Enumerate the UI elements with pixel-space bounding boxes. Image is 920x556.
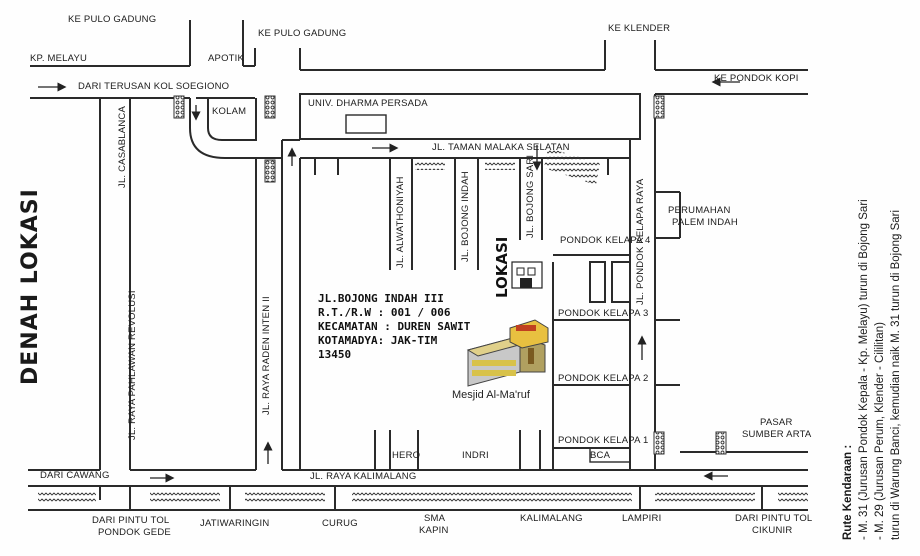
label-univ: UNIV. DHARMA PERSADA [308,98,428,109]
label-pondok-kelapa-1: PONDOK KELAPA 1 [558,435,649,446]
label-ke-pulo-gadung-2: KE PULO GADUNG [258,28,347,39]
inner-streets [314,140,631,270]
address-line-3: KECAMATAN : DUREN SAWIT [318,320,471,333]
label-dari-terusan: DARI TERUSAN KOL SOEGIONO [78,81,230,92]
label-dari-pintu-tol-pg-1: DARI PINTU TOL [92,515,170,526]
label-ke-klender: KE KLENDER [608,23,671,34]
mosque-caption: Mesjid Al-Ma'ruf [452,389,530,401]
hero-stubs [374,430,541,470]
label-lampiri: LAMPIRI [622,513,662,524]
map-title: DENAH LOKASI [18,188,43,385]
label-apotik: APOTIK [208,53,245,64]
label-pasar: PASAR [760,417,793,428]
address-line-2: R.T./R.W : 001 / 006 [318,306,451,319]
route-line-3: turun di Warung Banci, kemudian naik M. … [890,209,902,540]
direction-arrows [38,77,740,483]
label-jl-raya-kalimalang: JL. RAYA KALIMALANG [310,471,417,482]
label-pondok-kelapa-3: PONDOK KELAPA 3 [558,308,649,319]
left-roads [99,98,257,470]
label-jatiwaringin: JATIWARINGIN [200,518,270,529]
label-perumahan: PERUMAHAN [668,205,731,216]
canal-hatches [38,148,808,504]
label-dari-cawang: DARI CAWANG [40,470,110,481]
label-sumber-arta: SUMBER ARTA [742,429,812,440]
bottom-roads [28,451,808,511]
label-ke-pondok-kopi: KE PONDOK KOPI [714,73,799,84]
kolam-block [189,98,282,159]
label-indri: INDRI [462,450,489,461]
label-jl-taman-malaka: JL. TAMAN MALAKA SELATAN [432,142,570,153]
address-block: JL.BOJONG INDAH III R.T./R.W : 001 / 006… [318,292,470,362]
pondok-kelapa-streets [552,254,680,470]
route-line-1: - M. 31 (Jurusan Pondok Kepala - Kp. Mel… [858,199,870,540]
label-jl-alwathoniyah: JL. ALWATHONIYAH [395,176,406,268]
label-ke-pulo-gadung-1: KE PULO GADUNG [68,14,157,25]
label-pondok-kelapa-4: PONDOK KELAPA 4 [560,235,651,246]
label-jl-raya-pahlawan: JL. RAYA PAHLAWAN REVOLUSI [127,290,138,440]
address-line-4: KOTAMADYA: JAK-TIM [318,334,438,347]
label-jl-bojong-indah: JL. BOJONG INDAH [460,171,471,262]
label-dari-pintu-tol-pg-2: PONDOK GEDE [98,527,171,538]
address-line-1: JL.BOJONG INDAH III [318,292,444,305]
label-bca: BCA [590,450,611,461]
label-kapin: KAPIN [419,525,449,536]
mosque-icon [466,319,549,387]
label-palem-indah: PALEM INDAH [672,217,738,228]
label-dari-pintu-tol-ck-2: CIKUNIR [752,525,793,536]
route-line-2: - M. 29 (Jurusan Perum, Klender - Cilili… [874,322,886,540]
lokasi-label: LOKASI [493,236,511,298]
label-kp-melayu: KP. MELAYU [30,53,88,64]
label-hero: HERO [392,450,421,461]
label-kolam: KOLAM [212,106,247,117]
route-heading: Rute Kendaraan : [842,444,854,540]
label-jl-bojong-sari: JL. BOJONG SARI [525,154,536,238]
north-roads [189,20,656,70]
label-dari-pintu-tol-ck-1: DARI PINTU TOL [735,513,813,524]
top-road [30,65,808,99]
pondok-kelapa-raya [629,94,681,470]
bridge-markers [173,95,727,455]
address-line-5: 13450 [318,348,352,361]
label-kalimalang: KALIMALANG [520,513,583,524]
label-jl-casablanca: JL. CASABLANCA [117,106,128,188]
route-info: Rute Kendaraan : - M. 31 (Jurusan Pondok… [840,70,904,540]
label-pondok-kelapa-2: PONDOK KELAPA 2 [558,373,649,384]
label-jl-raya-raden-inten: JL. RAYA RADEN INTEN II [261,296,272,415]
lokasi-marker [511,261,543,289]
label-sma: SMA [424,513,446,524]
label-curug: CURUG [322,518,358,529]
